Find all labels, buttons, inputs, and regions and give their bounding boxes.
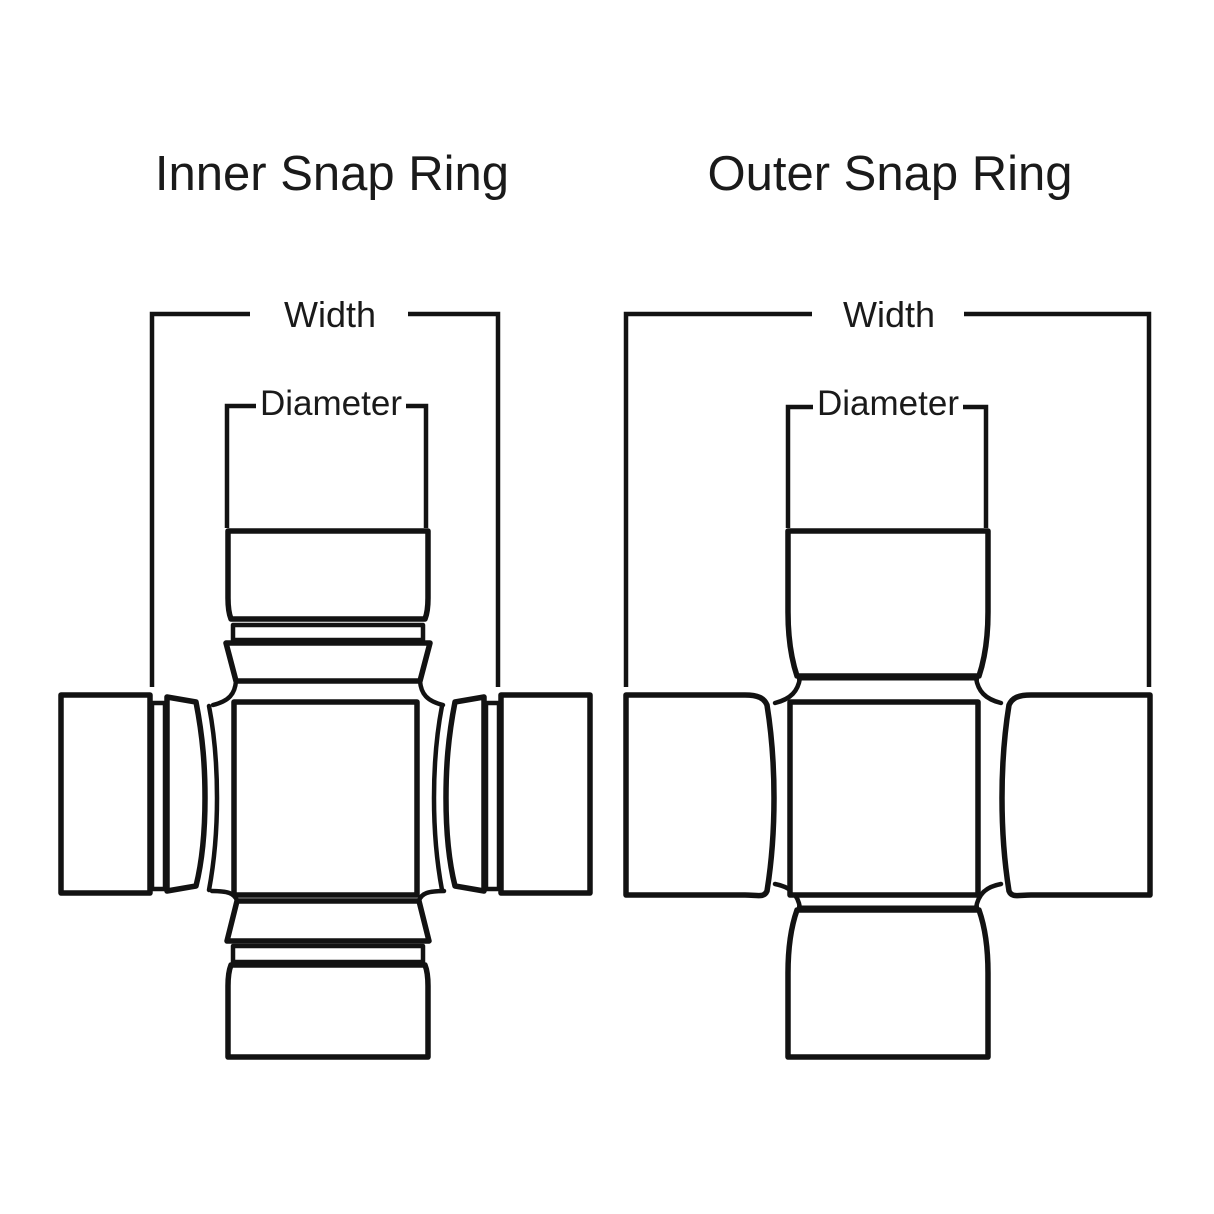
outer-right-bearing-cap [999,692,1153,899]
inner-left-seal-flange [164,694,208,894]
inner-cross-body [231,699,420,898]
inner-left-rim-line [206,703,220,893]
inner-right-snap-ring-band [483,700,502,892]
outer-diameter-label: Diameter [817,384,959,423]
inner-top-right-fillet [417,678,446,708]
outer-width-bracket [623,311,1152,687]
outer-diameter-bracket [785,404,989,528]
outer-bottom-bearing-cap [785,907,991,1060]
outer-bottom-right-fillet [973,881,1004,911]
inner-top-left-fillet [210,678,239,708]
inner-diameter-label: Diameter [260,384,402,423]
outer-cross-body [787,699,981,898]
inner-left-snap-ring-band [149,700,168,892]
outer-diagram-title: Outer Snap Ring [708,147,1073,201]
inner-top-bearing-cap [225,528,431,622]
inner-right-bearing-cap [498,692,593,896]
inner-diagram-title: Inner Snap Ring [155,147,509,201]
inner-bottom-seal-flange [224,898,432,944]
inner-width-bracket [149,311,501,687]
outer-width-label: Width [843,294,935,335]
outer-top-right-fillet [973,675,1004,706]
inner-snap-ring-diagram: Inner Snap Ring Width Diameter [58,147,593,1060]
inner-width-label: Width [284,294,376,335]
inner-right-seal-flange [443,694,487,894]
inner-top-snap-ring-band [230,622,426,643]
outer-left-bearing-cap [623,692,777,899]
inner-diameter-bracket [224,403,429,528]
outer-top-left-fillet [772,675,803,706]
outer-snap-ring-diagram: Outer Snap Ring Width Diameter [623,147,1153,1060]
inner-bottom-bearing-cap [225,962,431,1060]
inner-bottom-snap-ring-band [230,943,426,965]
outer-top-bearing-cap [785,528,991,679]
inner-top-seal-flange [223,640,433,684]
inner-left-bearing-cap [58,692,153,896]
inner-right-rim-line [431,703,445,893]
